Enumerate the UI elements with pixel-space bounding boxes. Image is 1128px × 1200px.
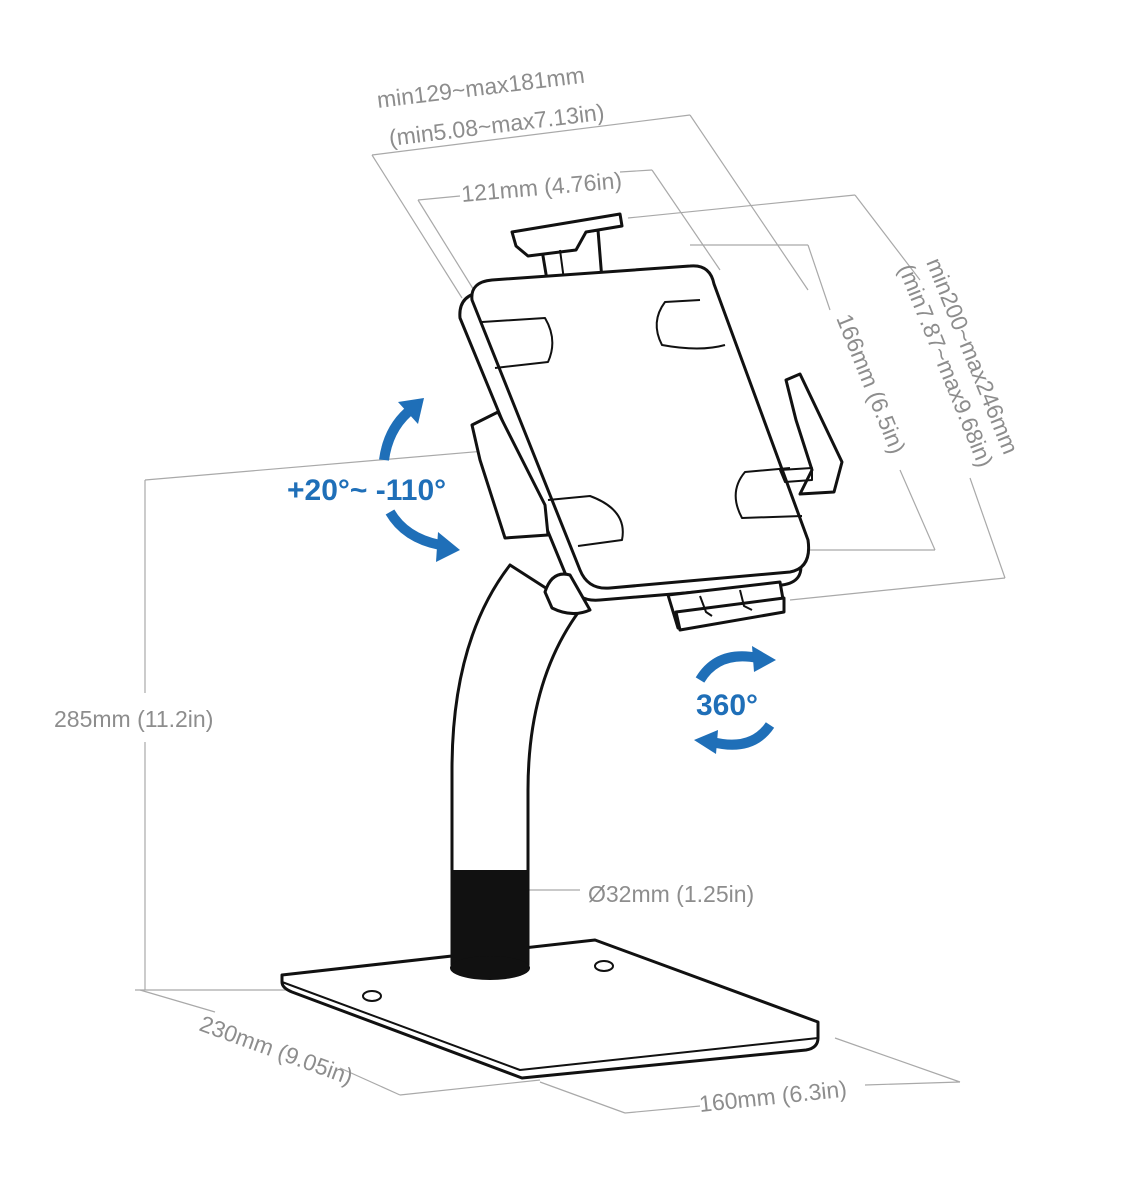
- tilt-arrows: [379, 398, 460, 562]
- pole-diameter-label: Ø32mm (1.25in): [588, 881, 754, 907]
- tablet-height-label: 166mm (6.5in): [831, 310, 911, 457]
- rotation-icon: [694, 646, 776, 754]
- base-depth-label: 230mm (9.05in): [196, 1010, 356, 1090]
- stand-pole: [450, 563, 582, 980]
- tablet-width-label: 121mm (4.76in): [460, 167, 623, 207]
- stand-base: [280, 938, 820, 1080]
- total-height-label: 285mm (11.2in): [54, 706, 213, 732]
- tablet-holder: [458, 212, 844, 632]
- base-width-label: 160mm (6.3in): [698, 1076, 848, 1117]
- rotation-label: 360°: [696, 689, 758, 722]
- dimension-lines: [135, 114, 1006, 1114]
- tilt-range-label: +20°~ -110°: [287, 474, 446, 507]
